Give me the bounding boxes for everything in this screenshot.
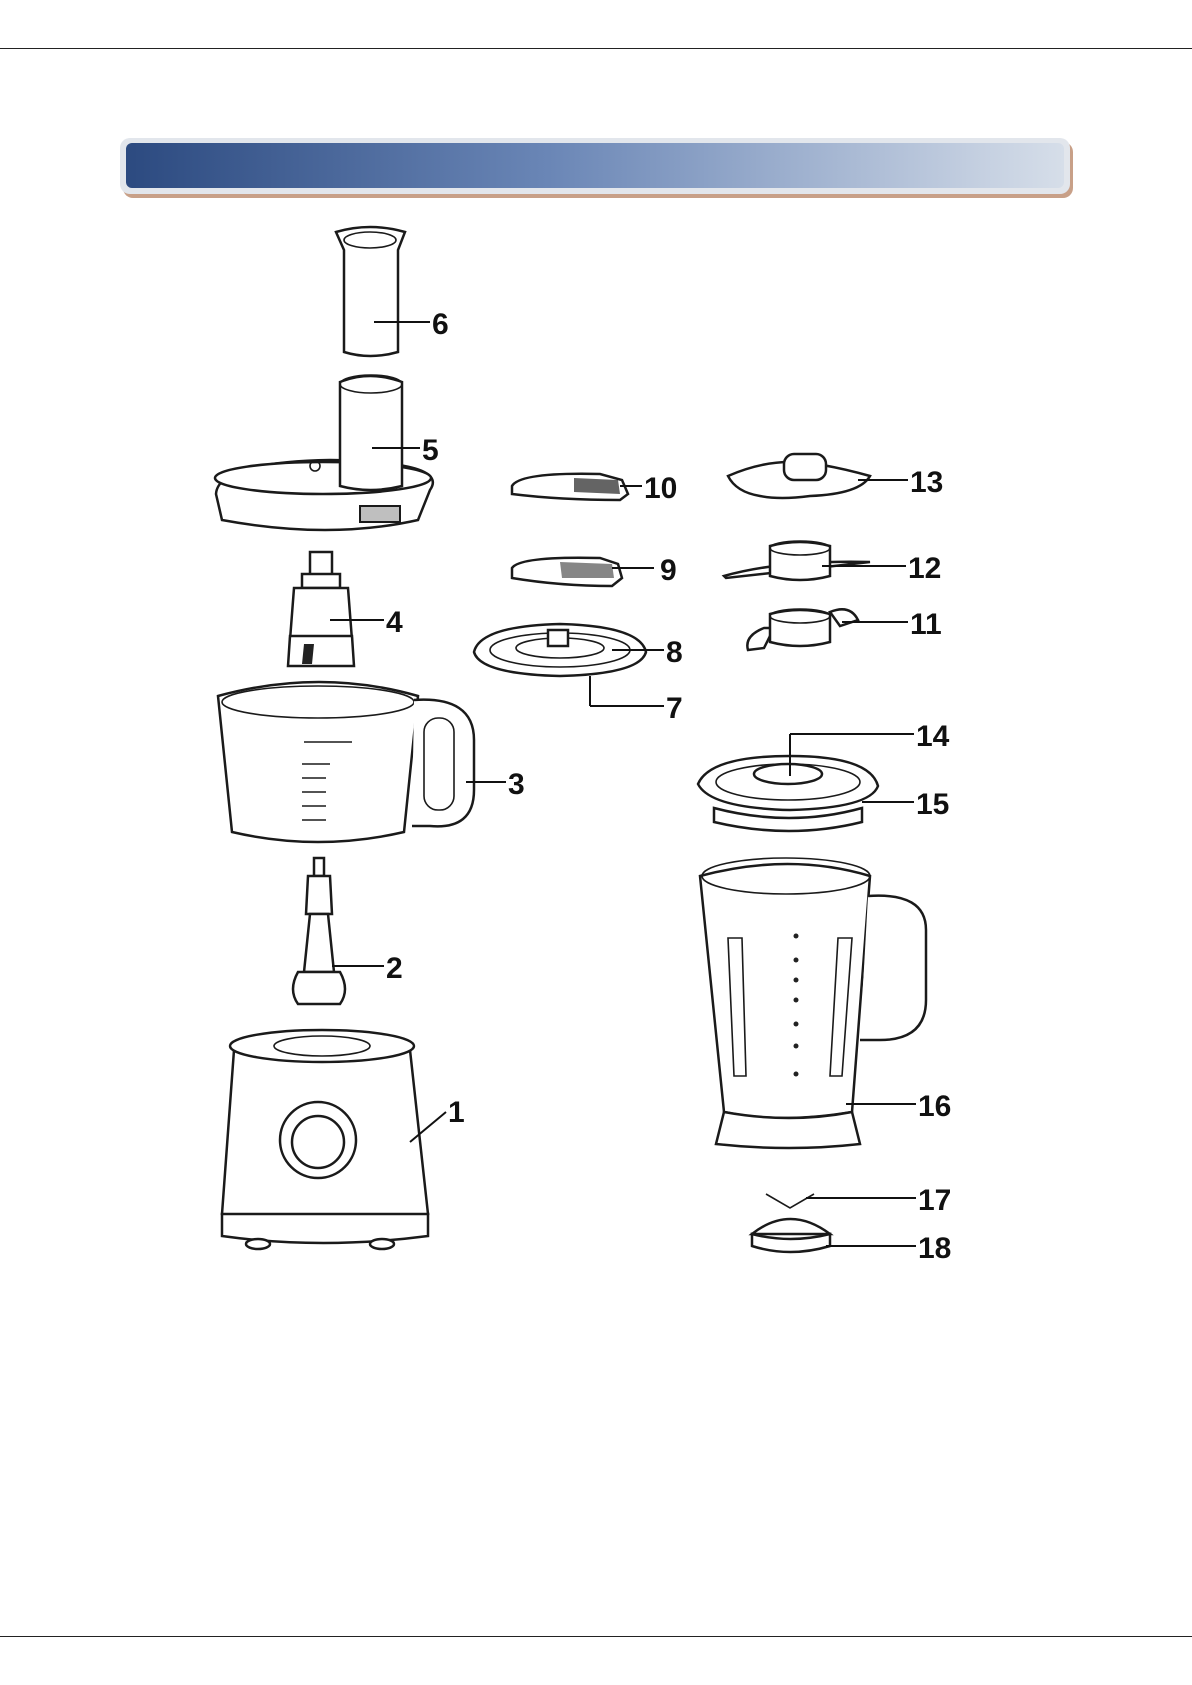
label-part-17: 17 bbox=[918, 1184, 951, 1217]
part-1-motor-base bbox=[222, 1030, 428, 1249]
label-part-4: 4 bbox=[386, 606, 403, 639]
label-part-3: 3 bbox=[508, 768, 525, 801]
label-part-15: 15 bbox=[916, 788, 949, 821]
part-9-grating-disc bbox=[512, 558, 622, 586]
label-part-8: 8 bbox=[666, 636, 683, 669]
label-part-14: 14 bbox=[916, 720, 950, 753]
label-part-10: 10 bbox=[644, 472, 677, 505]
part-13-dough-blade bbox=[728, 454, 870, 498]
part-4-coupler bbox=[288, 552, 354, 666]
part-17-18-blade-assembly bbox=[752, 1194, 830, 1252]
label-part-16: 16 bbox=[918, 1090, 951, 1123]
part-5-lid bbox=[215, 375, 433, 530]
label-part-2: 2 bbox=[386, 952, 403, 985]
label-part-7: 7 bbox=[666, 692, 683, 725]
part-6-pusher bbox=[336, 227, 405, 356]
bottom-rule bbox=[0, 1636, 1192, 1637]
part-3-work-bowl bbox=[218, 682, 474, 842]
label-part-5: 5 bbox=[422, 434, 439, 467]
part-2-spindle bbox=[293, 858, 345, 1004]
label-part-18: 18 bbox=[918, 1232, 951, 1265]
part-11-chopping-blade bbox=[747, 609, 858, 650]
label-part-13: 13 bbox=[910, 466, 943, 499]
label-part-12: 12 bbox=[908, 552, 941, 585]
part-12-emulsifier bbox=[724, 541, 870, 580]
label-part-6: 6 bbox=[432, 308, 449, 341]
part-14-15-blender-lid bbox=[698, 756, 878, 831]
label-part-1: 1 bbox=[448, 1096, 465, 1129]
label-part-11: 11 bbox=[910, 608, 942, 641]
part-10-slicing-disc bbox=[512, 474, 628, 500]
label-part-9: 9 bbox=[660, 554, 677, 587]
